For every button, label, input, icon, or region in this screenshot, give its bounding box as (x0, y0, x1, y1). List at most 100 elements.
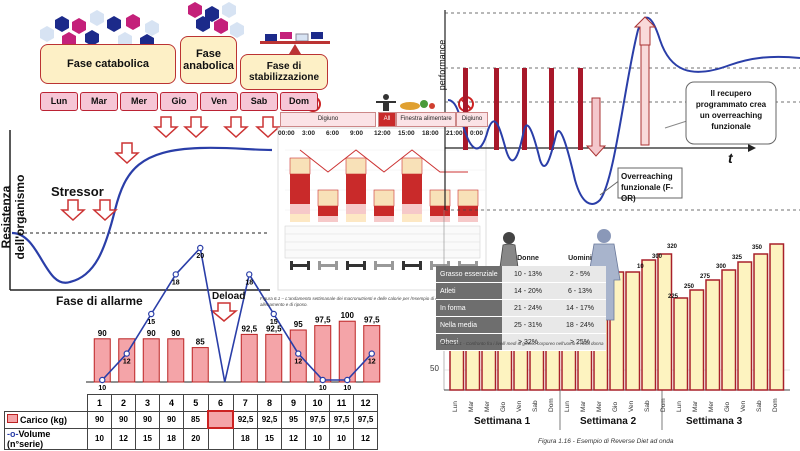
meal-time-label: 3:00 (302, 130, 316, 137)
volume-point (123, 350, 130, 357)
carico-cell: 95 (281, 410, 306, 429)
recovery-callout: Il recupero programmato crea un overreac… (695, 89, 767, 131)
rd-day-label: Sab (644, 400, 651, 412)
carico-row-label: Carico (kg) (4, 410, 88, 429)
day-pill-sab: Sab (240, 92, 278, 111)
rd-day-label: Mer (708, 400, 715, 412)
deload-label: Deload (212, 291, 246, 302)
rd-bar (705, 279, 721, 391)
stress-chart (9, 130, 273, 291)
phase-stabilization: Fase di stabilizzazione (240, 54, 328, 90)
carico-cell (207, 410, 234, 429)
carico-cell: 90 (135, 410, 160, 429)
volume-point (270, 310, 277, 318)
volume-point (246, 271, 253, 278)
rd-bar-label: 250 (684, 284, 695, 290)
volume-point-label: 20 (196, 253, 204, 260)
volume-cell: 18 (232, 427, 258, 450)
rd-bar-label: 275 (700, 274, 711, 280)
week-cell: 7 (232, 394, 258, 412)
volume-point-label: 10 (343, 385, 351, 392)
rd-bar (689, 289, 705, 391)
day-pill-mer: Mer (120, 92, 158, 111)
rd-day-label: Ven (516, 400, 523, 412)
carico-bar-label: 95 (294, 320, 303, 329)
rd-y-tick: 50 (430, 364, 439, 373)
volume-row-label: -o-Volume (n°serie) (4, 427, 88, 450)
volume-point-label: 12 (368, 359, 376, 366)
rd-bar-label: 225 (668, 294, 679, 300)
volume-cell: 20 (183, 427, 209, 450)
week-cell: 2 (111, 394, 136, 412)
down-arrow-icon (60, 116, 281, 322)
volume-point (197, 244, 204, 252)
body-fat-women: 10 - 13% (502, 266, 554, 283)
rd-bar (657, 253, 673, 391)
volume-point-label: 18 (172, 279, 180, 286)
body-fat-caption: Tabella 5.1 - Confronto fra i livelli me… (440, 341, 604, 346)
meal-time-label: 9:00 (350, 130, 364, 137)
week-cell: 1 (87, 394, 112, 412)
carico-bar-label: 90 (171, 329, 180, 338)
week-cell: 6 (207, 394, 234, 412)
week-cell: 8 (257, 394, 282, 412)
rd-bar-label: 300 (716, 264, 727, 270)
meal-time-label: 18:00 (422, 130, 439, 137)
body-fat-men: > 25% (554, 333, 606, 351)
weightlifter-icon (376, 94, 396, 111)
week-cell: 10 (305, 394, 330, 412)
rd-day-label: Mer (596, 400, 603, 412)
meal-time-label: 12:00 (374, 130, 391, 137)
body-fat-category: Obesi (436, 333, 502, 351)
volume-point-label: 15 (270, 319, 278, 326)
carico-cell: 97,5 (353, 410, 378, 429)
carico-cell: 92,5 (232, 410, 258, 429)
week-cell: 3 (135, 394, 160, 412)
meal-chart (277, 94, 487, 291)
carico-cell: 90 (159, 410, 184, 429)
rd-bar (641, 259, 657, 391)
body-fat-men: 6 - 13% (554, 282, 606, 300)
day-pill-lun: Lun (40, 92, 78, 111)
carico-cell: 85 (183, 410, 209, 429)
alarm-phase-label: Fase di allarme (56, 294, 143, 308)
rd-day-label: Mar (692, 400, 699, 412)
volume-point-label: 12 (294, 359, 302, 366)
meal-caption: Figura 6.1 – L'andamento settimanale dei… (260, 296, 475, 307)
body-fat-women: 25 - 31% (502, 316, 554, 334)
rd-day-label: Gio (612, 401, 619, 412)
volume-cell: 12 (281, 427, 306, 450)
rd-day-label: Dom (548, 398, 555, 412)
rd-day-label: Lun (452, 401, 459, 412)
rd-day-label: Gio (724, 401, 731, 412)
carico-bar-label: 92,5 (266, 324, 282, 333)
performance-chart (444, 10, 800, 211)
carico-bar-label: 85 (196, 338, 205, 347)
volume-cell: 10 (305, 427, 330, 450)
carico-bar-label: 97,5 (364, 316, 380, 325)
week-cell: 4 (159, 394, 184, 412)
week-cell: 5 (183, 394, 209, 412)
volume-point-label: 10 (98, 385, 106, 392)
volume-cell: 10 (329, 427, 354, 450)
rd-day-label: Dom (772, 398, 779, 412)
carico-bar (265, 333, 283, 383)
volume-point (148, 310, 155, 318)
carico-bar-label: 92,5 (241, 324, 257, 333)
body-fat-women: 14 - 20% (502, 282, 554, 300)
rd-day-label: Sab (532, 400, 539, 412)
meal-time-label: 00:00 (278, 130, 295, 137)
carico-bar-label: 90 (98, 329, 107, 338)
rd-day-label: Gio (500, 401, 507, 412)
meal-time-label: 21:00 (446, 130, 463, 137)
body-fat-women: > 32% (502, 333, 554, 351)
body-fat-men: 14 - 17% (554, 299, 606, 317)
carico-bar (118, 338, 136, 383)
rd-bar-label: 10 (637, 264, 644, 270)
rd-bar-label: 320 (667, 244, 678, 250)
stressor-label: Stressor (51, 184, 104, 199)
